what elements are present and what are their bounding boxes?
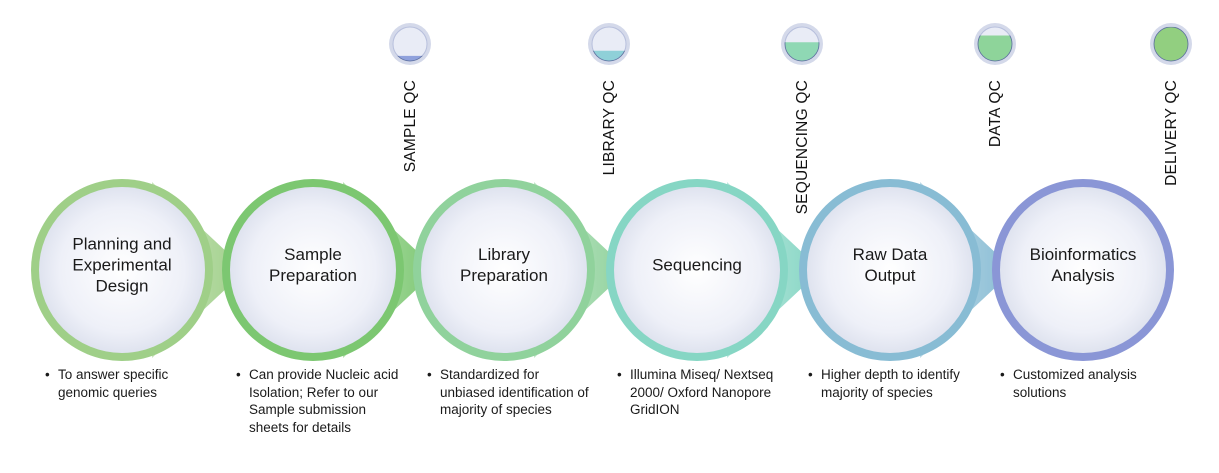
library-qc-checkpoint: LIBRARY QC: [588, 23, 630, 175]
sample-qc-checkpoint: SAMPLE QC: [389, 23, 431, 172]
sequencing-title-line: Sequencing: [652, 255, 742, 274]
qc-checkpoints-layer: SAMPLE QC LIBRARY QC SEQUENCING QC DATA QC D…: [389, 23, 1192, 214]
raw-data-output-description-text: Higher depth to identify majority of spe…: [808, 366, 973, 401]
sequencing-stage: Sequencing: [606, 179, 788, 361]
stage-circles-layer: Planning andExperimentalDesignSamplePrep…: [31, 179, 1174, 361]
delivery-qc-label: DELIVERY QC: [1163, 80, 1180, 186]
sequencing-description-text: Illumina Miseq/ Nextseq 2000/ Oxford Nan…: [617, 366, 782, 419]
sample-qc-label: SAMPLE QC: [402, 80, 419, 172]
planning-and-experimental-design-title-line: Planning and: [72, 234, 171, 253]
delivery-qc-fill-level: [1153, 27, 1189, 62]
raw-data-output-description: Higher depth to identify majority of spe…: [808, 366, 973, 401]
sample-qc-fill-level: [397, 55, 423, 62]
library-qc-fill-level: [592, 50, 626, 62]
data-qc-checkpoint: DATA QC: [974, 23, 1016, 147]
sample-preparation-description: Can provide Nucleic acid Isolation; Refe…: [236, 366, 401, 436]
planning-and-experimental-design-circle: [39, 187, 205, 353]
sample-preparation-title-line: Sample: [284, 245, 342, 264]
library-preparation-description-text: Standardized for unbiased identification…: [427, 366, 592, 419]
bioinformatics-analysis-circle: [1000, 187, 1166, 353]
sequencing-qc-checkpoint: SEQUENCING QC: [781, 23, 823, 214]
planning-and-experimental-design-title-line: Design: [96, 276, 149, 295]
library-preparation-description: Standardized for unbiased identification…: [427, 366, 592, 419]
data-qc-label: DATA QC: [987, 80, 1004, 147]
planning-and-experimental-design-description: To answer specific genomic queries: [45, 366, 210, 401]
sample-preparation-title-line: Preparation: [269, 266, 357, 285]
library-preparation-circle: [421, 187, 587, 353]
raw-data-output-title-line: Raw Data: [853, 245, 928, 264]
bioinformatics-analysis-title-line: Analysis: [1051, 266, 1114, 285]
sequencing-qc-label: SEQUENCING QC: [794, 80, 811, 214]
bioinformatics-analysis-description-text: Customized analysis solutions: [1000, 366, 1165, 401]
library-preparation-title-line: Library: [478, 245, 530, 264]
sequencing-circle: [614, 187, 780, 353]
library-preparation-title-line: Preparation: [460, 266, 548, 285]
delivery-qc-checkpoint: DELIVERY QC: [1150, 23, 1192, 186]
bioinformatics-analysis-title-line: Bioinformatics: [1030, 245, 1137, 264]
planning-and-experimental-design-title-line: Experimental: [72, 255, 171, 274]
raw-data-output-title-line: Output: [864, 266, 915, 285]
sample-preparation-circle: [230, 187, 396, 353]
raw-data-output-circle: [807, 187, 973, 353]
data-qc-fill-level: [977, 35, 1013, 62]
sample-preparation-description-text: Can provide Nucleic acid Isolation; Refe…: [236, 366, 401, 436]
planning-and-experimental-design-description-text: To answer specific genomic queries: [45, 366, 210, 401]
bioinformatics-analysis-description: Customized analysis solutions: [1000, 366, 1165, 401]
library-qc-label: LIBRARY QC: [601, 80, 618, 175]
sequencing-description: Illumina Miseq/ Nextseq 2000/ Oxford Nan…: [617, 366, 782, 419]
sequencing-qc-fill-level: [784, 42, 820, 62]
